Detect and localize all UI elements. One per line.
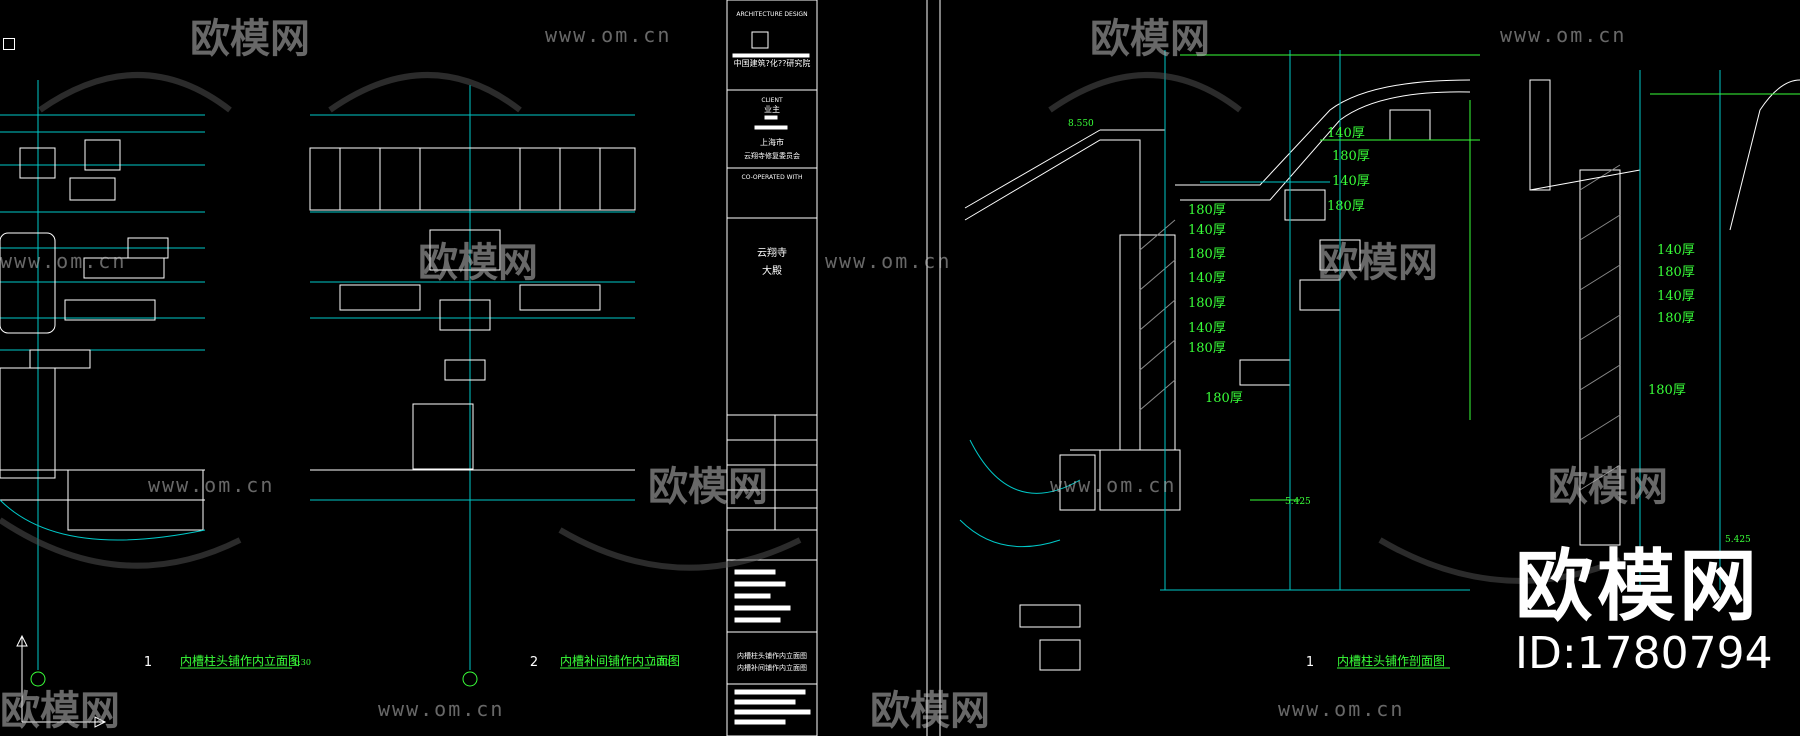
watermark-url: www.om.cn [1278,697,1404,721]
drawing-scale: 1:30 [293,658,311,667]
client-label: CLIENT [761,97,783,104]
watermark-brand: 欧模网 [1318,240,1438,286]
architecture-design-label: ARCHITECTURE DESIGN [736,11,807,18]
sheet-drawing-title: 内槽补间铺作内立面图 [737,663,807,672]
client-city: 上海市 [760,137,784,147]
drawing-2-elevation [309,85,636,687]
elevation-label: 5.425 [1285,497,1311,507]
thickness-label: 180厚 [1327,199,1365,214]
thickness-label: 180厚 [1188,247,1226,262]
drawing-titles: 1 内槽柱头铺作内立面图 1:30 2 内槽补间铺作内立面图 1:30 1 内槽… [144,653,1450,670]
client-name: 云翔寺修复委员会 [744,151,800,160]
elevation-label: 8.550 [1068,119,1094,129]
drawing-number: 1 [1306,655,1314,670]
watermark-arcs [0,72,1622,584]
thickness-label: 140厚 [1188,321,1226,336]
watermark-url: www.om.cn [378,697,504,721]
drawing-4-section-partial [1529,70,1800,590]
watermark-brand: 欧模网 [190,16,310,62]
thickness-label: 180厚 [1648,383,1686,398]
ucs-icon [3,38,15,50]
drawing-number: 1 [144,655,152,670]
thickness-label: 180厚 [1188,341,1226,356]
watermark-brand: 欧模网 [1090,16,1210,62]
thickness-label: 140厚 [1327,126,1365,141]
watermark-brand-large: 欧模网 [1515,542,1762,632]
thickness-label: 180厚 [1657,265,1695,280]
watermark-brand: 欧模网 [1548,464,1668,510]
watermark-url: www.om.cn [825,249,951,273]
title-block [726,0,818,736]
thickness-label: 180厚 [1188,203,1226,218]
design-institute: 中国建筑?化??研究院 [734,58,811,68]
watermark-url: www.om.cn [0,249,126,273]
watermark-url: www.om.cn [545,23,671,47]
watermark-url: www.om.cn [148,473,274,497]
drawing-1-elevation [0,80,206,728]
thickness-label: 180厚 [1188,296,1226,311]
drawing-scale: 1:30 [652,658,670,667]
elevation-label: 5.425 [1725,535,1751,545]
elevation-marks: 8.550 5.425 5.425 [1068,119,1751,545]
watermark-brand: 欧模网 [648,464,768,510]
thickness-label: 140厚 [1332,174,1370,189]
project-name: 云翔寺 [757,246,787,259]
watermark-url: www.om.cn [1050,473,1176,497]
thickness-label: 140厚 [1657,243,1695,258]
watermark-brand: 欧模网 [418,240,538,286]
drawing-title: 内槽柱头铺作剖面图 [1337,653,1445,668]
sheet-drawing-title: 内槽柱头铺作内立面图 [737,651,807,660]
watermark-id: ID:1780794 [1515,628,1773,679]
thickness-label: 180厚 [1205,391,1243,406]
thickness-label: 140厚 [1657,289,1695,304]
drawing-number: 2 [530,655,538,670]
thickness-labels: 140厚 180厚 140厚 180厚 180厚 140厚 180厚 140厚 … [1188,126,1695,406]
title-block-text: ARCHITECTURE DESIGN 中国建筑?化??研究院 CLIENT 业… [734,11,811,672]
watermark-url: www.om.cn [1500,23,1626,47]
thickness-label: 140厚 [1188,271,1226,286]
watermark-brand: 欧模网 [870,688,990,734]
thickness-label: 180厚 [1332,149,1370,164]
cooperated-label: CO-OPERATED WITH [742,174,803,181]
watermarks: 欧模网 www.om.cn 欧模网 www.om.cn www.om.cn 欧模… [0,16,1668,734]
right-sheet-border [926,0,941,736]
project-building: 大殿 [762,264,782,277]
client-role: 业主 [764,104,780,114]
drawing-title: 内槽柱头铺作内立面图 [180,653,300,668]
thickness-label: 180厚 [1657,311,1695,326]
watermark-brand: 欧模网 [0,688,120,734]
thickness-label: 140厚 [1188,223,1226,238]
drawing-3-section [959,50,1480,671]
drawing-title: 内槽补间铺作内立面图 [560,653,680,668]
